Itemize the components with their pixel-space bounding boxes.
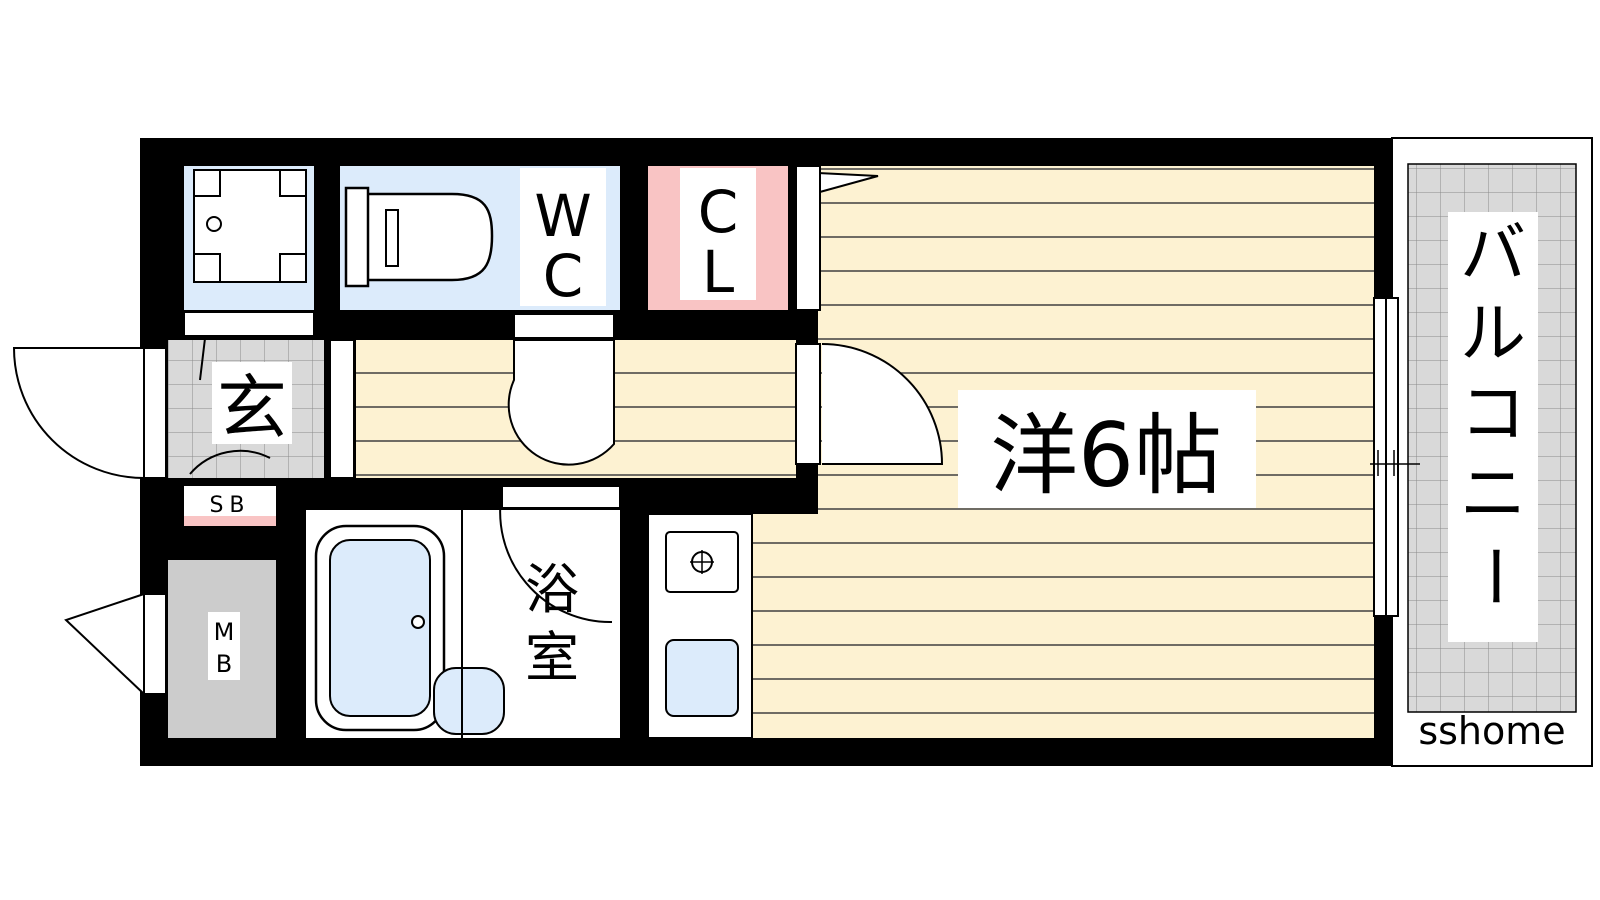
bathroom-door-frame	[501, 485, 621, 509]
toilet-tank	[344, 186, 370, 288]
front-door-icon	[12, 347, 145, 479]
watermark: sshome	[1418, 709, 1565, 753]
balcony-label-char: ー	[1455, 543, 1532, 609]
meter-box-door-icon	[64, 592, 145, 697]
room-door-icon	[821, 343, 944, 465]
hall-door-icon	[507, 339, 615, 466]
toilet-icon	[358, 192, 494, 282]
closet-label-second: L	[702, 238, 734, 306]
main-room-label: 洋6帖	[990, 404, 1222, 507]
main-room-label-bg	[958, 390, 1256, 508]
closet-label: C	[698, 178, 739, 246]
bathroom-door-icon	[499, 491, 613, 624]
window-center-mark	[1370, 450, 1420, 476]
shoe-box-strip	[184, 516, 276, 526]
stove-burner-cross	[690, 550, 714, 574]
entrance-label-bg	[212, 362, 292, 444]
sink-icon	[665, 639, 739, 717]
balcony-label-char: ル	[1460, 295, 1526, 372]
bathroom-label: 浴	[525, 558, 579, 621]
closet-label-bg	[680, 168, 756, 300]
washbasin-detail	[194, 170, 306, 282]
hall-door-frame	[513, 313, 615, 339]
entrance-label: 玄	[217, 367, 287, 449]
meter-box-label-bg	[208, 612, 240, 680]
balcony-label-char: ニ	[1460, 455, 1526, 532]
balcony-label-char: バ	[1460, 215, 1526, 292]
balcony-label-char: コ	[1460, 375, 1526, 452]
bathroom-label-second: 室	[525, 626, 579, 689]
washroom-door-frame	[183, 311, 315, 337]
bath-basin	[433, 667, 505, 735]
entrance-door-frame	[143, 347, 167, 479]
room-door-frame	[795, 343, 821, 465]
closet-door-frame	[795, 165, 821, 311]
balcony-label-bg	[1448, 212, 1538, 642]
washbasin-drain-icon	[206, 216, 222, 232]
kitchen-floor	[752, 514, 852, 738]
meter-door-frame	[143, 593, 167, 695]
wc-label-bg	[520, 168, 606, 306]
bathtub-inner	[329, 539, 431, 717]
hall-opening-frame	[329, 339, 355, 479]
toilet-label-second: C	[543, 242, 584, 310]
meter-box-label-second: B	[216, 650, 232, 678]
bathtub-drain-icon	[411, 615, 425, 629]
meter-box-label: M	[214, 618, 235, 646]
toilet-label: W	[534, 182, 591, 250]
shoe-box-door-icon	[189, 449, 271, 475]
toilet-seat-hinge	[385, 209, 399, 267]
shoe-box-label: SB	[209, 493, 250, 518]
